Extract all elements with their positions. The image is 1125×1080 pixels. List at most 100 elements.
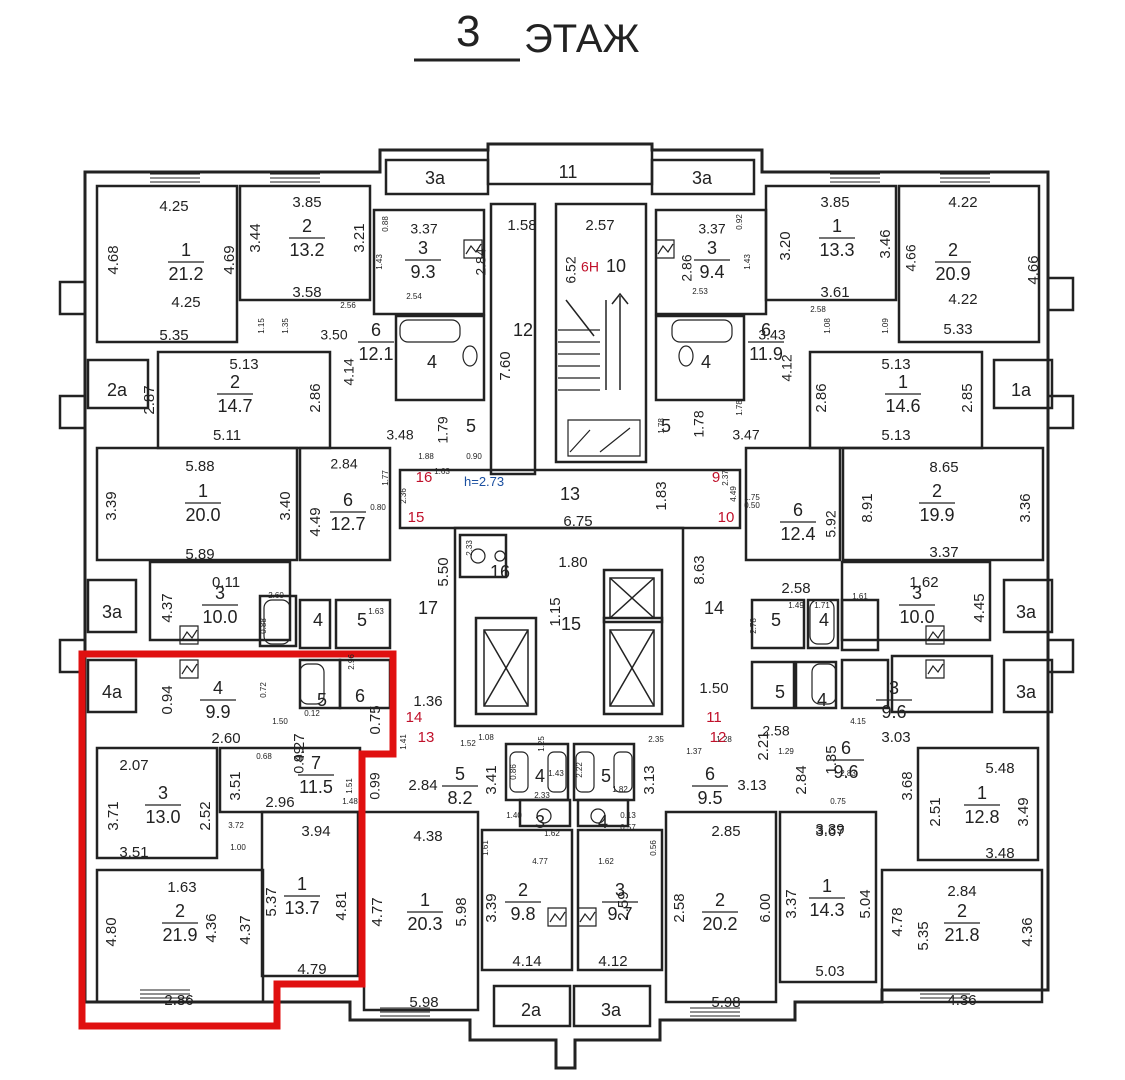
dimension-label: 4.36 (1019, 917, 1036, 946)
room-number: 3a (425, 168, 446, 188)
red-marker-16: 16 (416, 469, 433, 486)
room-area: 9.6 (833, 762, 858, 782)
room-area: 9.6 (881, 702, 906, 722)
room-3-c2: 3 (535, 812, 545, 832)
room-number: 1 (898, 372, 908, 392)
room-area: 12.1 (358, 344, 393, 364)
room-3-b4: 310.0 (899, 583, 935, 627)
room-6-a1: 612.1 (358, 320, 394, 364)
dimension-label: 0.72 (259, 682, 268, 698)
dimension-label: 1.15 (547, 597, 564, 626)
room-13-corridor: 13 (560, 484, 580, 504)
room-1-b6: 112.8 (964, 783, 1000, 827)
dimension-label: 8.63 (691, 555, 708, 584)
room-number: 3 (889, 678, 899, 698)
dimension-label: 2.85 (959, 383, 976, 412)
dimension-label: 1.00 (230, 843, 246, 852)
dimension-label: 2.84 (793, 765, 810, 794)
dimension-label: 2.86 (164, 992, 193, 1009)
room-area: 14.7 (217, 396, 252, 416)
dimension-label: 4.22 (948, 291, 977, 308)
dimension-label: 2.85 (711, 823, 740, 840)
dimension-label: 4.45 (971, 593, 988, 622)
room-16-shaft: 16 (490, 562, 510, 582)
ceiling-height-label: h=2.73 (464, 474, 504, 489)
room-number: 12 (513, 320, 533, 340)
room-number: 5 (455, 764, 465, 784)
dimension-label: 1.71 (814, 601, 830, 610)
room-area: 9.8 (510, 904, 535, 924)
dimension-label: 1.43 (375, 254, 384, 270)
dimension-label: 0.80 (370, 503, 386, 512)
room-area: 21.9 (162, 925, 197, 945)
room-3-a4: 310.0 (202, 583, 238, 627)
dimension-label: 0.11 (212, 574, 240, 591)
room-number: 1a (1011, 380, 1032, 400)
dimension-label: 4.79 (297, 961, 326, 978)
room-area: 12.7 (330, 514, 365, 534)
room-6-hl: 6 (355, 686, 365, 706)
room-2-a2: 214.7 (217, 372, 253, 416)
room-number: 3 (215, 583, 225, 603)
dimension-label: 3.36 (1017, 493, 1034, 522)
room-number: 6 (705, 764, 715, 784)
room-5-a1: 5 (466, 416, 476, 436)
room-1-b1: 113.3 (819, 216, 855, 260)
dimension-label: 4.66 (903, 244, 919, 271)
dimension-label: 2.53 (692, 287, 708, 296)
dimension-label: 1.08 (823, 318, 832, 334)
room-number: 5 (601, 766, 611, 786)
room-number: 5 (317, 690, 327, 710)
dimension-label: 2.87 (141, 385, 158, 414)
room-4-b1: 4 (701, 352, 711, 372)
room-5-b5: 5 (775, 682, 785, 702)
dimension-label: 4.77 (369, 897, 386, 926)
dimension-label: 4.68 (105, 245, 122, 274)
dimension-label: 2.37 (721, 470, 730, 486)
dimension-label: 4.81 (333, 891, 350, 920)
dimension-label: 1.50 (699, 680, 728, 697)
dimension-label: 1.52 (460, 739, 476, 748)
dimension-label: 3.44 (247, 223, 264, 252)
dimension-label: 2.58 (671, 893, 688, 922)
dimension-label: 3.39 (103, 491, 120, 520)
dimension-label: 1.08 (478, 733, 494, 742)
dimension-label: 2.78 (749, 618, 758, 634)
dimension-label: 1.40 (506, 811, 522, 820)
dimension-label: 4.36 (203, 913, 220, 942)
room-area: 20.2 (702, 914, 737, 934)
dimension-label: 1.58 (507, 217, 536, 234)
dimension-label: 3.13 (641, 765, 658, 794)
dimension-label: 2.35 (648, 735, 664, 744)
dimension-label: 0.88 (381, 216, 390, 232)
room-number: 6 (793, 500, 803, 520)
dimension-label: 5.98 (409, 994, 438, 1011)
dimension-label: 2.86 (813, 383, 830, 412)
room-number: 2 (518, 880, 528, 900)
dimension-label: 5.98 (453, 897, 470, 926)
room-number: 1 (198, 481, 208, 501)
room-number: 3a (102, 602, 123, 622)
dimension-label: 1.09 (881, 318, 890, 334)
floor-word: ЭТАЖ (524, 17, 640, 61)
room-area: 9.7 (607, 904, 632, 924)
room-area: 13.7 (284, 898, 319, 918)
dimension-label: 5.03 (815, 963, 844, 980)
room-number: 4 (535, 766, 545, 786)
room-number: 11 (559, 162, 578, 182)
dimension-label: 2.58 (781, 580, 810, 597)
dimension-label: 3.39 (483, 893, 500, 922)
room-6-b6: 69.6 (828, 738, 864, 782)
room-area: 20.9 (935, 264, 970, 284)
room-area: 9.3 (410, 262, 435, 282)
dimension-label: 0.75 (830, 797, 846, 806)
room-number: 3 (912, 583, 922, 603)
dimension-label: 2.33 (534, 791, 550, 800)
walls (58, 142, 1075, 1070)
room-6-b3: 612.4 (780, 500, 816, 544)
dimension-label: 1.61 (481, 840, 490, 856)
room-area: 20.0 (185, 505, 220, 525)
room-area: 13.0 (145, 807, 180, 827)
dimension-label: 1.49 (788, 601, 804, 610)
